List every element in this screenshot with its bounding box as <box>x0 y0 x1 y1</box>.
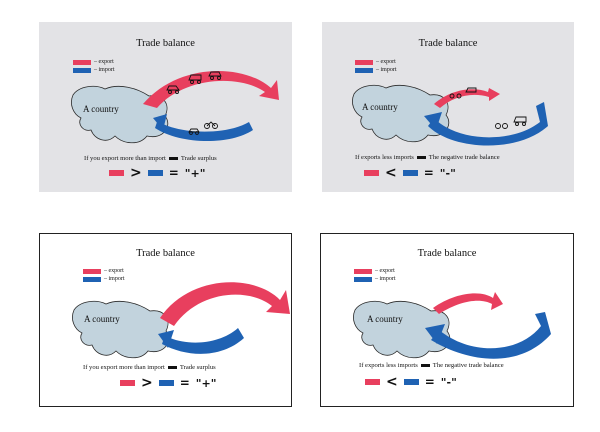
legend-export-label: – export <box>94 59 114 65</box>
vehicle-icons <box>166 71 222 135</box>
legend-import-label: – import <box>104 276 125 282</box>
formula: < = "-" <box>365 375 457 389</box>
import-box <box>402 170 418 176</box>
panel-title: Trade balance <box>136 248 195 259</box>
rule-result: Trade surplus <box>180 155 217 162</box>
legend-export-label: – export <box>376 59 396 65</box>
import-arrow-head <box>424 112 442 130</box>
vehicle-icons <box>449 87 527 129</box>
rule-sentence: If exports less imports The negative trad… <box>355 154 500 161</box>
import-arrow-head <box>153 114 167 130</box>
panel-graphics <box>72 282 290 359</box>
legend: – export – import <box>355 58 397 74</box>
panel-title: Trade balance <box>418 38 478 49</box>
import-swatch <box>73 67 91 73</box>
export-swatch <box>355 59 373 65</box>
equals-sign: = <box>423 166 434 180</box>
country-label: A country <box>84 314 120 324</box>
equals-sign: = <box>424 375 435 389</box>
panel-title: Trade balance <box>417 248 477 259</box>
dash-mark <box>168 156 178 160</box>
comparison-operator: < <box>385 165 397 181</box>
rule-condition: If exports less imports <box>355 154 414 161</box>
panel-surplus-plain: Trade balance – export – import A countr… <box>39 233 292 407</box>
import-swatch <box>83 276 101 282</box>
rule-condition: If you export more than import <box>83 364 165 371</box>
country-shape <box>72 300 170 359</box>
rule-condition: If exports less imports <box>359 362 418 369</box>
formula: > = "+" <box>120 376 216 390</box>
country-label: A country <box>83 104 119 114</box>
balance-sign: "-" <box>439 166 456 180</box>
country-label: A country <box>362 102 398 112</box>
country-label: A country <box>367 314 403 324</box>
legend-import-label: – import <box>94 67 115 73</box>
legend-export-label: – export <box>375 268 395 274</box>
comparison-operator: < <box>386 374 398 390</box>
panel-graphics <box>71 70 279 144</box>
import-arrow <box>431 312 551 359</box>
import-box <box>158 380 174 386</box>
legend: – export – import <box>354 267 396 283</box>
equals-sign: = <box>179 376 190 390</box>
rule-result: The negative trade balance <box>428 154 500 161</box>
country-shape <box>353 300 451 359</box>
import-swatch <box>354 276 372 282</box>
country-shape <box>352 84 450 143</box>
legend-export-label: – export <box>104 268 124 274</box>
rule-sentence: If you export more than import Trade surp… <box>83 364 216 371</box>
rule-result: The negative trade balance <box>432 362 504 369</box>
export-swatch <box>73 59 91 65</box>
rule-sentence: If you export more than import Trade surp… <box>84 155 217 162</box>
export-swatch <box>354 268 372 274</box>
balance-sign: "+" <box>195 376 217 390</box>
legend: – export – import <box>73 58 115 74</box>
import-swatch <box>355 67 373 73</box>
legend-import-label: – import <box>375 276 396 282</box>
legend-import-label: – import <box>376 67 397 73</box>
comparison-operator: > <box>130 165 142 181</box>
dash-mark <box>416 155 426 159</box>
import-box <box>147 170 163 176</box>
export-box <box>364 170 379 176</box>
import-arrow <box>428 102 548 146</box>
panel-deficit-plain: Trade balance – export – import A countr… <box>320 233 574 407</box>
country-shape <box>71 85 169 144</box>
import-arrow <box>162 328 244 354</box>
equals-sign: = <box>168 166 179 180</box>
panel-surplus-illustrated: Trade balance – export – import A countr… <box>39 22 292 192</box>
export-box <box>109 170 124 176</box>
import-arrow-head <box>158 330 174 348</box>
legend: – export – import <box>83 267 125 283</box>
import-box <box>403 379 419 385</box>
dash-mark <box>420 363 430 367</box>
panel-graphics <box>352 84 548 146</box>
formula: < = "-" <box>364 166 456 180</box>
comparison-operator: > <box>141 375 153 391</box>
export-arrow <box>160 282 290 326</box>
import-arrow-head <box>425 324 445 344</box>
export-arrow <box>143 70 279 108</box>
formula: > = "+" <box>109 166 205 180</box>
rule-result: Trade surplus <box>179 364 216 371</box>
export-box <box>120 380 135 386</box>
export-arrow <box>433 292 503 314</box>
export-box <box>365 379 380 385</box>
panel-graphics <box>353 292 551 359</box>
balance-sign: "+" <box>184 166 206 180</box>
rule-sentence: If exports less imports The negative trad… <box>359 362 504 369</box>
rule-condition: If you export more than import <box>84 155 166 162</box>
panel-deficit-illustrated: Trade balance – export – import A countr… <box>322 22 574 192</box>
import-arrow <box>155 116 253 142</box>
export-swatch <box>83 268 101 274</box>
export-arrow <box>434 88 500 108</box>
dash-mark <box>167 365 177 369</box>
balance-sign: "-" <box>440 375 457 389</box>
panel-title: Trade balance <box>136 38 195 49</box>
